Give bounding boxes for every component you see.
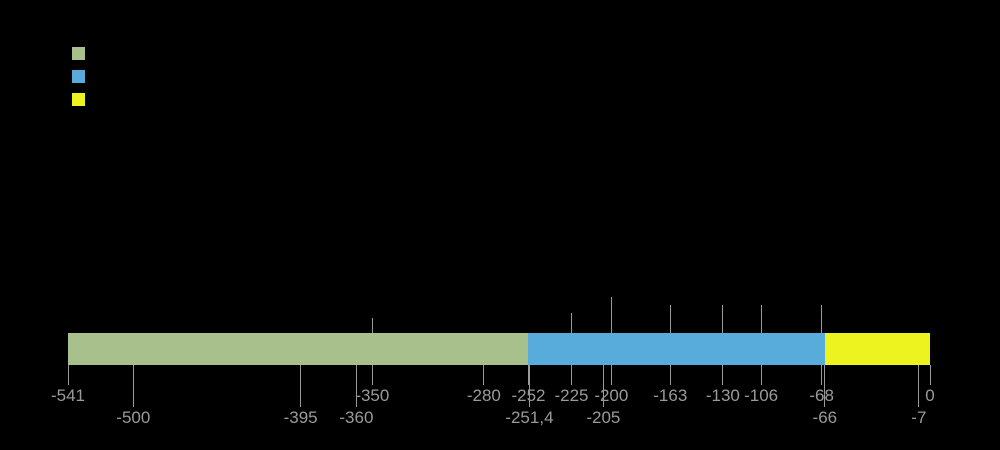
axis-tick — [570, 365, 572, 385]
axis-tick — [67, 365, 69, 385]
era-segment-1 — [68, 333, 529, 365]
axis-tick-label: -541 — [50, 386, 86, 405]
axis-tick — [760, 365, 762, 385]
axis-tick — [528, 365, 530, 407]
era-segment-3 — [824, 333, 930, 365]
axis-tick-label: -205 — [586, 408, 621, 427]
axis-tick-label: -395 — [283, 408, 318, 427]
axis-tick — [527, 365, 529, 385]
axis-tick — [300, 365, 302, 407]
axis-tick — [821, 365, 823, 385]
axis-tick — [669, 365, 671, 385]
axis-tick — [610, 365, 612, 385]
boundary-tick — [821, 305, 823, 333]
axis-tick-label: -68 — [809, 386, 834, 405]
axis-tick — [483, 365, 485, 385]
axis-tick — [929, 365, 931, 385]
axis-tick-label: -360 — [339, 408, 374, 427]
axis-tick — [602, 365, 604, 407]
axis-tick-label: -130 — [705, 386, 740, 405]
legend — [72, 47, 85, 106]
axis-tick-label: -7 — [911, 408, 927, 427]
axis-tick — [355, 365, 357, 407]
boundary-tick — [371, 318, 373, 333]
axis-tick-label: -66 — [812, 408, 838, 427]
timeline-chart: -541 -500 -395 -360 -350 -280 -252 -251,4-225 -2… — [51, 297, 935, 427]
legend-swatch-yellow — [72, 93, 85, 106]
axis-tick-label: -200 — [594, 386, 629, 405]
axis-tick-label: -350 — [355, 386, 390, 405]
timeline-bar — [68, 333, 930, 365]
axis-tick — [824, 365, 826, 407]
axis-tick-label: -500 — [116, 408, 151, 427]
axis-tick-label: -106 — [744, 386, 779, 405]
axis-tick-label: -252 — [511, 386, 546, 405]
era-segment-2 — [528, 333, 825, 365]
legend-swatch-green — [72, 47, 85, 60]
boundary-tick — [722, 305, 724, 333]
axis-tick — [371, 365, 373, 385]
axis-tick — [722, 365, 724, 385]
boundary-tick — [760, 305, 762, 333]
axis-tick — [132, 365, 134, 407]
axis-tick-label: -163 — [653, 386, 688, 405]
boundary-tick — [610, 297, 612, 333]
legend-swatch-blue — [72, 70, 85, 83]
axis-tick-label: 0 — [925, 386, 935, 405]
axis-tick — [918, 365, 920, 407]
axis-tick-label: -280 — [466, 386, 501, 405]
boundary-tick — [669, 305, 671, 333]
axis-tick-label: -251,4 — [505, 408, 554, 427]
axis-tick-label: -225 — [554, 386, 589, 405]
boundary-tick — [570, 313, 572, 333]
